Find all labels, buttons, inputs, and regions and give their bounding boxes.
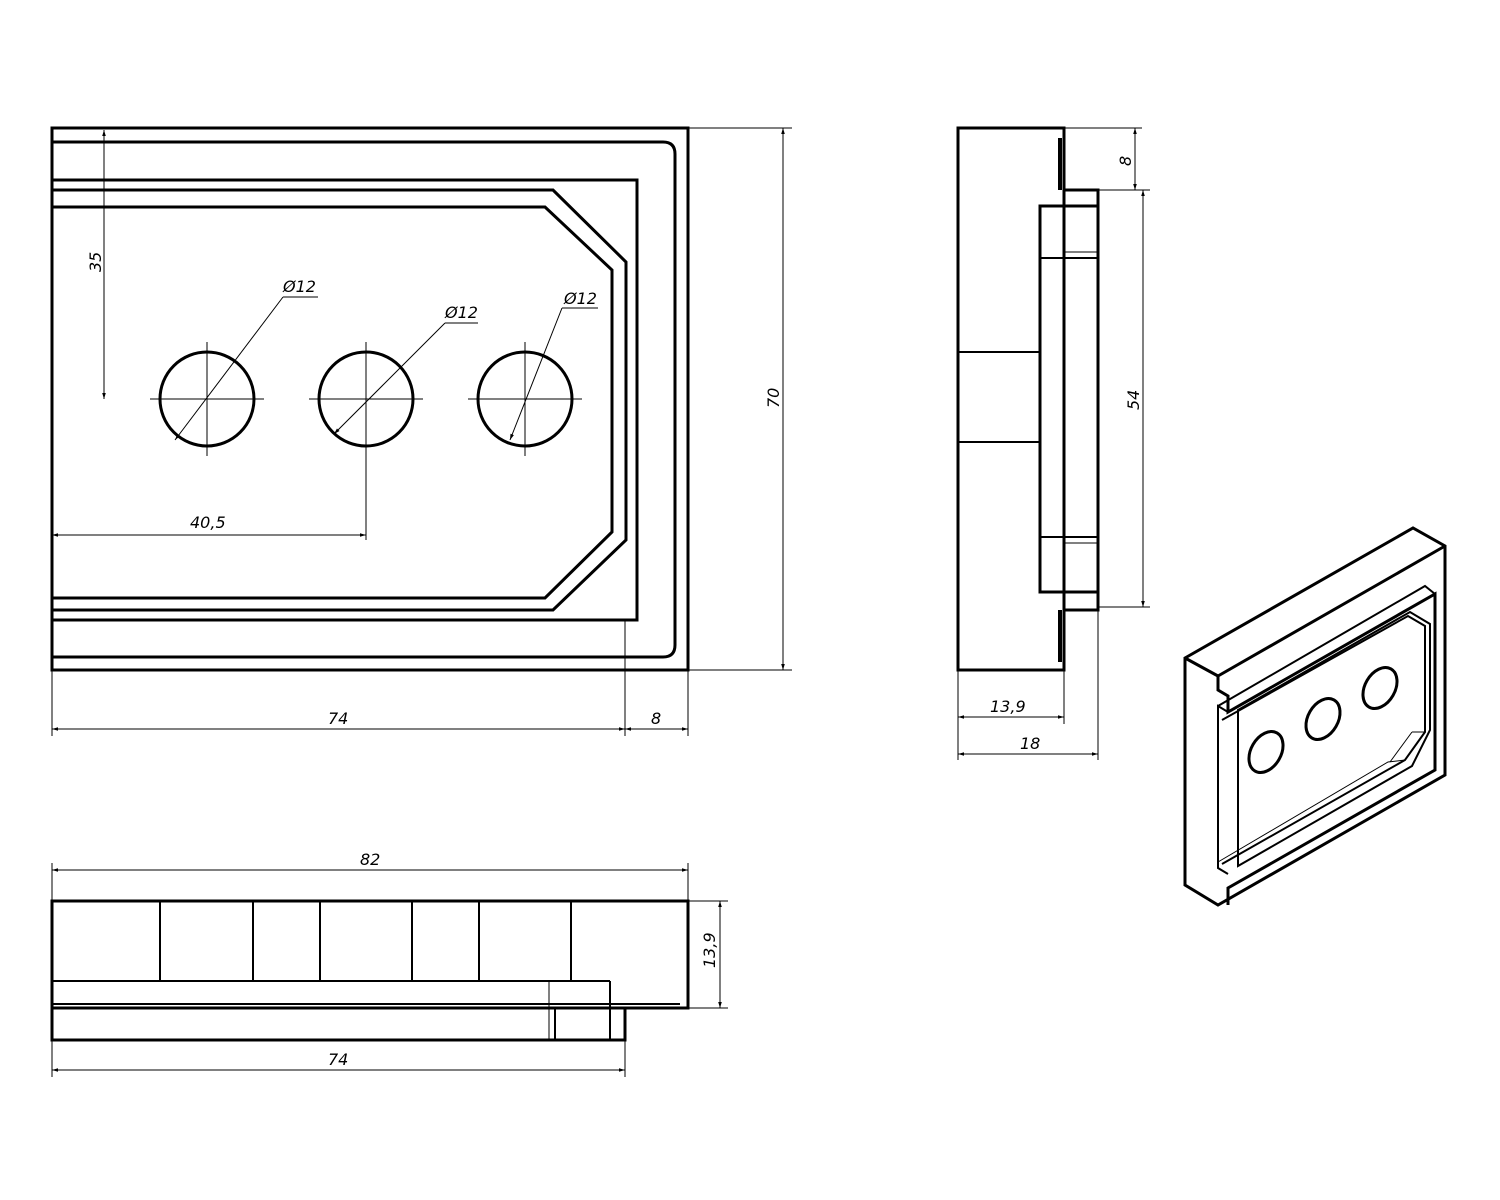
hole-2: Ø12 — [309, 303, 478, 456]
front-step — [52, 178, 639, 622]
hole-1-diameter-label: Ø12 — [282, 277, 316, 296]
bottom-view: 82 13,9 74 — [50, 850, 728, 1077]
front-view: Ø12 Ø12 Ø12 35 40,5 70 74 8 — [50, 126, 792, 736]
front-rim — [52, 140, 677, 659]
front-pocket-outer — [52, 188, 628, 612]
dim-13-9-label: 13,9 — [990, 697, 1026, 716]
dim-bottom-13-9-label: 13,9 — [700, 932, 719, 968]
side-view: 8 54 13,9 18 — [956, 126, 1150, 760]
hole-3: Ø12 — [468, 289, 598, 456]
hole-3-diameter-label: Ø12 — [563, 289, 597, 308]
hole-2-diameter-label: Ø12 — [444, 303, 478, 322]
front-pocket-inner — [52, 205, 614, 600]
dim-70-label: 70 — [764, 388, 783, 408]
dim-40-5-label: 40,5 — [190, 513, 226, 532]
dim-bottom-74-label: 74 — [328, 1050, 348, 1069]
front-outer-outline — [50, 126, 690, 672]
dim-82-label: 82 — [360, 850, 380, 869]
dim-74-label: 74 — [328, 709, 348, 728]
hole-1: Ø12 — [150, 277, 318, 456]
dim-side-8-label: 8 — [1116, 156, 1135, 166]
dim-18-label: 18 — [1020, 734, 1040, 753]
isometric-view — [1183, 526, 1447, 907]
dim-35-label: 35 — [86, 252, 105, 272]
dim-54-label: 54 — [1124, 390, 1143, 410]
dim-8-label: 8 — [651, 709, 661, 728]
